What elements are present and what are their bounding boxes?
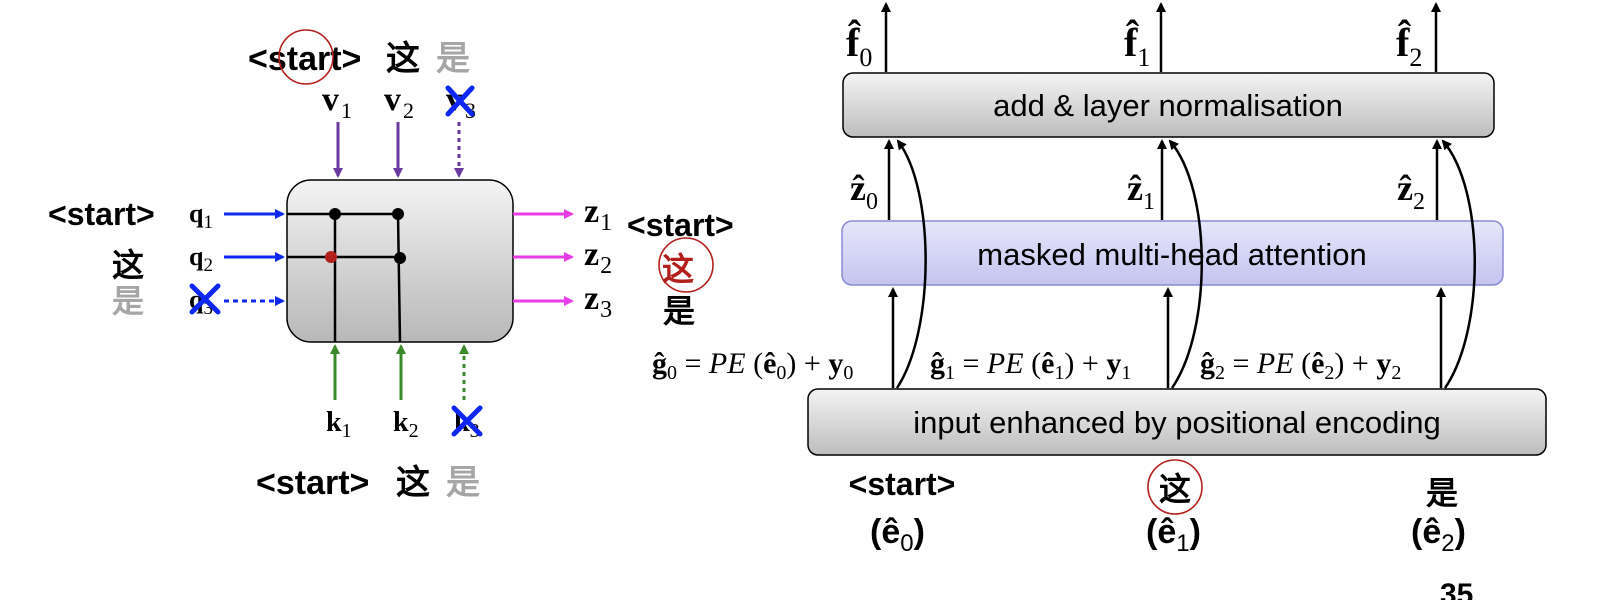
add-norm-box bbox=[842, 72, 1495, 138]
k2-label: k2 bbox=[393, 407, 419, 442]
z3-label: z3 bbox=[584, 280, 612, 323]
f0-hat-label: f̂0 bbox=[846, 19, 872, 72]
highlight-circle-right bbox=[658, 237, 714, 293]
highlight-circle-top bbox=[278, 29, 334, 85]
z0-hat-label: ẑ0 bbox=[850, 168, 878, 215]
residual-arrow-1 bbox=[1168, 139, 1203, 389]
e0-hat-label: (ê0) bbox=[870, 513, 925, 557]
grid-node-highlight bbox=[325, 251, 337, 263]
q2-label: q2 bbox=[189, 242, 213, 276]
residual-arrow-0 bbox=[895, 139, 927, 389]
residual-arrow-2 bbox=[1441, 139, 1476, 389]
g1-equation: ĝ1 = PE (ê1) + y1 bbox=[930, 347, 1131, 384]
f2-hat-label: f̂2 bbox=[1396, 19, 1422, 72]
z1-hat-label: ẑ1 bbox=[1127, 168, 1155, 215]
right-seq-start: <start> bbox=[627, 207, 734, 243]
q3-cross-icon bbox=[189, 283, 221, 315]
z1-label: z1 bbox=[584, 193, 612, 236]
grid-node bbox=[392, 208, 404, 220]
input-encoding-box bbox=[807, 388, 1547, 456]
left-seq-zhe: 这 bbox=[112, 247, 144, 283]
k3-cross-icon bbox=[451, 405, 483, 437]
top-seq-start: <start> bbox=[248, 40, 361, 78]
add-norm-label: add & layer normalisation bbox=[993, 88, 1343, 123]
masked-attention-label: masked multi-head attention bbox=[977, 237, 1366, 272]
token-start: <start> bbox=[849, 466, 956, 502]
highlight-circle-bottom bbox=[1147, 459, 1203, 515]
left-seq-shi: 是 bbox=[112, 283, 144, 319]
left-seq-start: <start> bbox=[48, 196, 155, 232]
e1-hat-label: (ê1) bbox=[1146, 513, 1201, 557]
decoder-block-diagram: f̂0 f̂1 f̂2 add & layer normalisation ẑ… bbox=[652, 2, 1547, 557]
z2-hat-label: ẑ2 bbox=[1397, 168, 1425, 215]
token-shi: 是 bbox=[1426, 475, 1458, 511]
grid-node bbox=[394, 252, 406, 264]
bottom-seq-zhe: 这 bbox=[396, 464, 430, 502]
page-number: 35 bbox=[1440, 578, 1473, 600]
token-zhe: 这 bbox=[1159, 471, 1191, 507]
right-seq-shi: 是 bbox=[663, 293, 695, 329]
input-encoding-label: input enhanced by positional encoding bbox=[913, 405, 1440, 440]
grid-node bbox=[329, 208, 341, 220]
bottom-seq-start: <start> bbox=[256, 464, 369, 502]
attention-matrix-diagram: <start> 这 是 v1 v2 v3 bbox=[48, 29, 734, 502]
right-seq-zhe: 这 bbox=[662, 251, 694, 287]
top-seq-zhe: 这 bbox=[386, 40, 420, 78]
f1-hat-label: f̂1 bbox=[1124, 19, 1150, 72]
e2-hat-label: (ê2) bbox=[1411, 513, 1466, 557]
v3-cross-icon bbox=[445, 85, 475, 117]
bottom-seq-shi: 是 bbox=[446, 464, 480, 502]
q1-label: q1 bbox=[189, 199, 213, 233]
z2-label: z2 bbox=[584, 236, 612, 279]
k1-label: k1 bbox=[326, 407, 352, 442]
v1-label: v1 bbox=[322, 81, 352, 123]
attention-grid bbox=[287, 212, 402, 343]
g2-equation: ĝ2 = PE (ê2) + y2 bbox=[1200, 347, 1401, 384]
top-seq-shi: 是 bbox=[436, 40, 470, 78]
masked-attention-box bbox=[841, 220, 1504, 286]
g0-equation: ĝ0 = PE (ê0) + y0 bbox=[652, 347, 853, 384]
v2-label: v2 bbox=[384, 81, 414, 123]
